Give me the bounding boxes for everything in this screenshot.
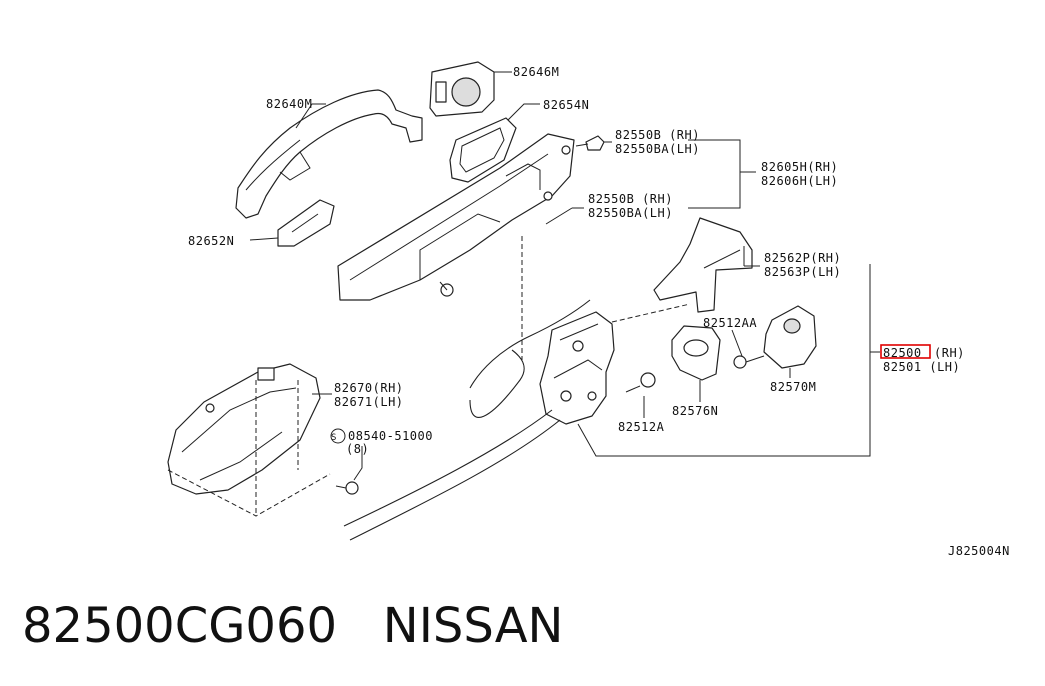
label-82500-side: (RH)	[934, 346, 965, 360]
label-82563p-lh: 82563P(LH)	[764, 265, 841, 279]
label-82570m: 82570M	[770, 380, 816, 394]
label-82605h-rh: 82605H(RH)	[761, 160, 838, 174]
label-82640m: 82640M	[266, 97, 312, 111]
label-82576n: 82576N	[672, 404, 718, 418]
screw-82512aa	[733, 355, 765, 369]
label-82550ba-lh-2: 82550BA(LH)	[588, 206, 673, 220]
label-82652n: 82652N	[188, 234, 234, 248]
lock-cables	[343, 299, 591, 541]
screw-symbol-circle	[330, 428, 346, 444]
label-82501-lh: 82501 (LH)	[883, 360, 960, 374]
inside-door-handle	[167, 363, 321, 495]
part-highlight-box	[880, 344, 931, 359]
label-82671-lh: 82671(LH)	[334, 395, 404, 409]
label-82646m: 82646M	[513, 65, 559, 79]
label-82562p-rh: 82562P(RH)	[764, 251, 841, 265]
handle-escutcheon-cap	[429, 61, 495, 117]
diagram-reference-id: J825004N	[948, 544, 1010, 558]
bracket-screw	[439, 281, 454, 297]
door-striker	[763, 305, 817, 369]
label-82550b-rh: 82550B (RH)	[615, 128, 700, 142]
label-82550b-rh-2: 82550B (RH)	[588, 192, 673, 206]
striker-shim	[671, 325, 721, 381]
label-08540-qty: (8)	[346, 442, 369, 456]
label-82654n: 82654N	[543, 98, 589, 112]
lock-rod-bracket	[653, 217, 753, 313]
bolt-82550b-upper	[575, 135, 605, 151]
part-number-caption: 82500CG060 NISSAN	[22, 598, 564, 654]
label-08540-51000: 08540-51000	[348, 429, 433, 443]
dashed-guides	[167, 236, 691, 517]
screw-82512a	[625, 372, 656, 393]
leader-lines	[249, 71, 880, 481]
label-82500-number: 82500	[883, 346, 922, 360]
label-82670-rh: 82670(RH)	[334, 381, 404, 395]
inside-handle-screw	[335, 481, 359, 495]
label-82512a: 82512A	[618, 420, 665, 434]
handle-gasket	[449, 117, 517, 183]
label-82550ba-lh: 82550BA(LH)	[615, 142, 700, 156]
door-lock-actuator	[539, 311, 615, 425]
handle-grommet	[277, 199, 335, 247]
outside-handle-grip	[235, 89, 423, 219]
screw-symbol-letter: S	[331, 433, 337, 443]
label-82606h-lh: 82606H(LH)	[761, 174, 838, 188]
label-82512aa: 82512AA	[703, 316, 757, 330]
outside-handle-bracket	[337, 133, 575, 301]
